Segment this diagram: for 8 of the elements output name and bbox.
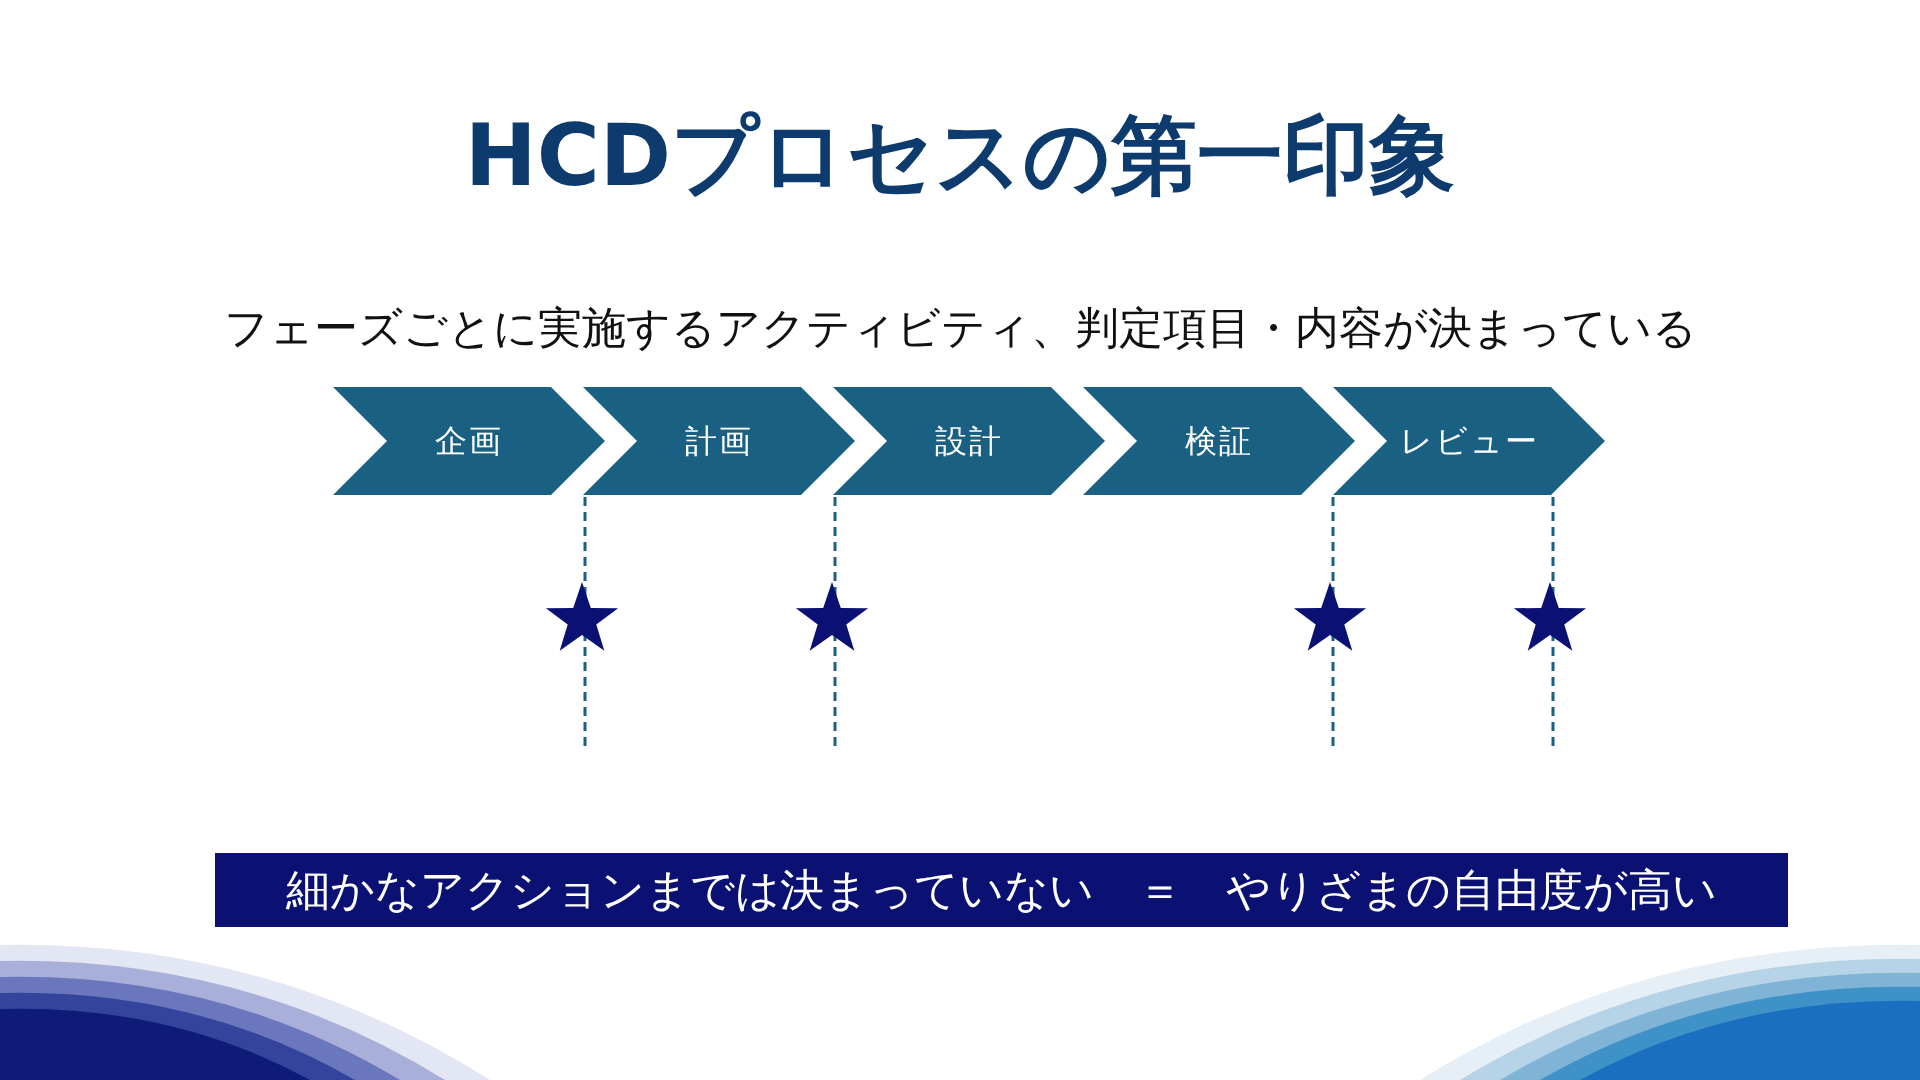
- title: HCDプロセスの第一印象: [463, 104, 1457, 207]
- conclusion-banner: 細かなアクションまでは決まっていない ＝ やりざまの自由度が高い: [215, 853, 1788, 927]
- phase-label: 検証: [1184, 421, 1254, 462]
- phase-label: 計画: [684, 421, 754, 462]
- phase-label: レビュー: [1398, 421, 1540, 462]
- phase-label: 企画: [434, 421, 504, 462]
- phase-label: 設計: [934, 421, 1004, 462]
- subtitle: フェーズごとに実施するアクティビティ、判定項目・内容が決まっている: [222, 301, 1698, 355]
